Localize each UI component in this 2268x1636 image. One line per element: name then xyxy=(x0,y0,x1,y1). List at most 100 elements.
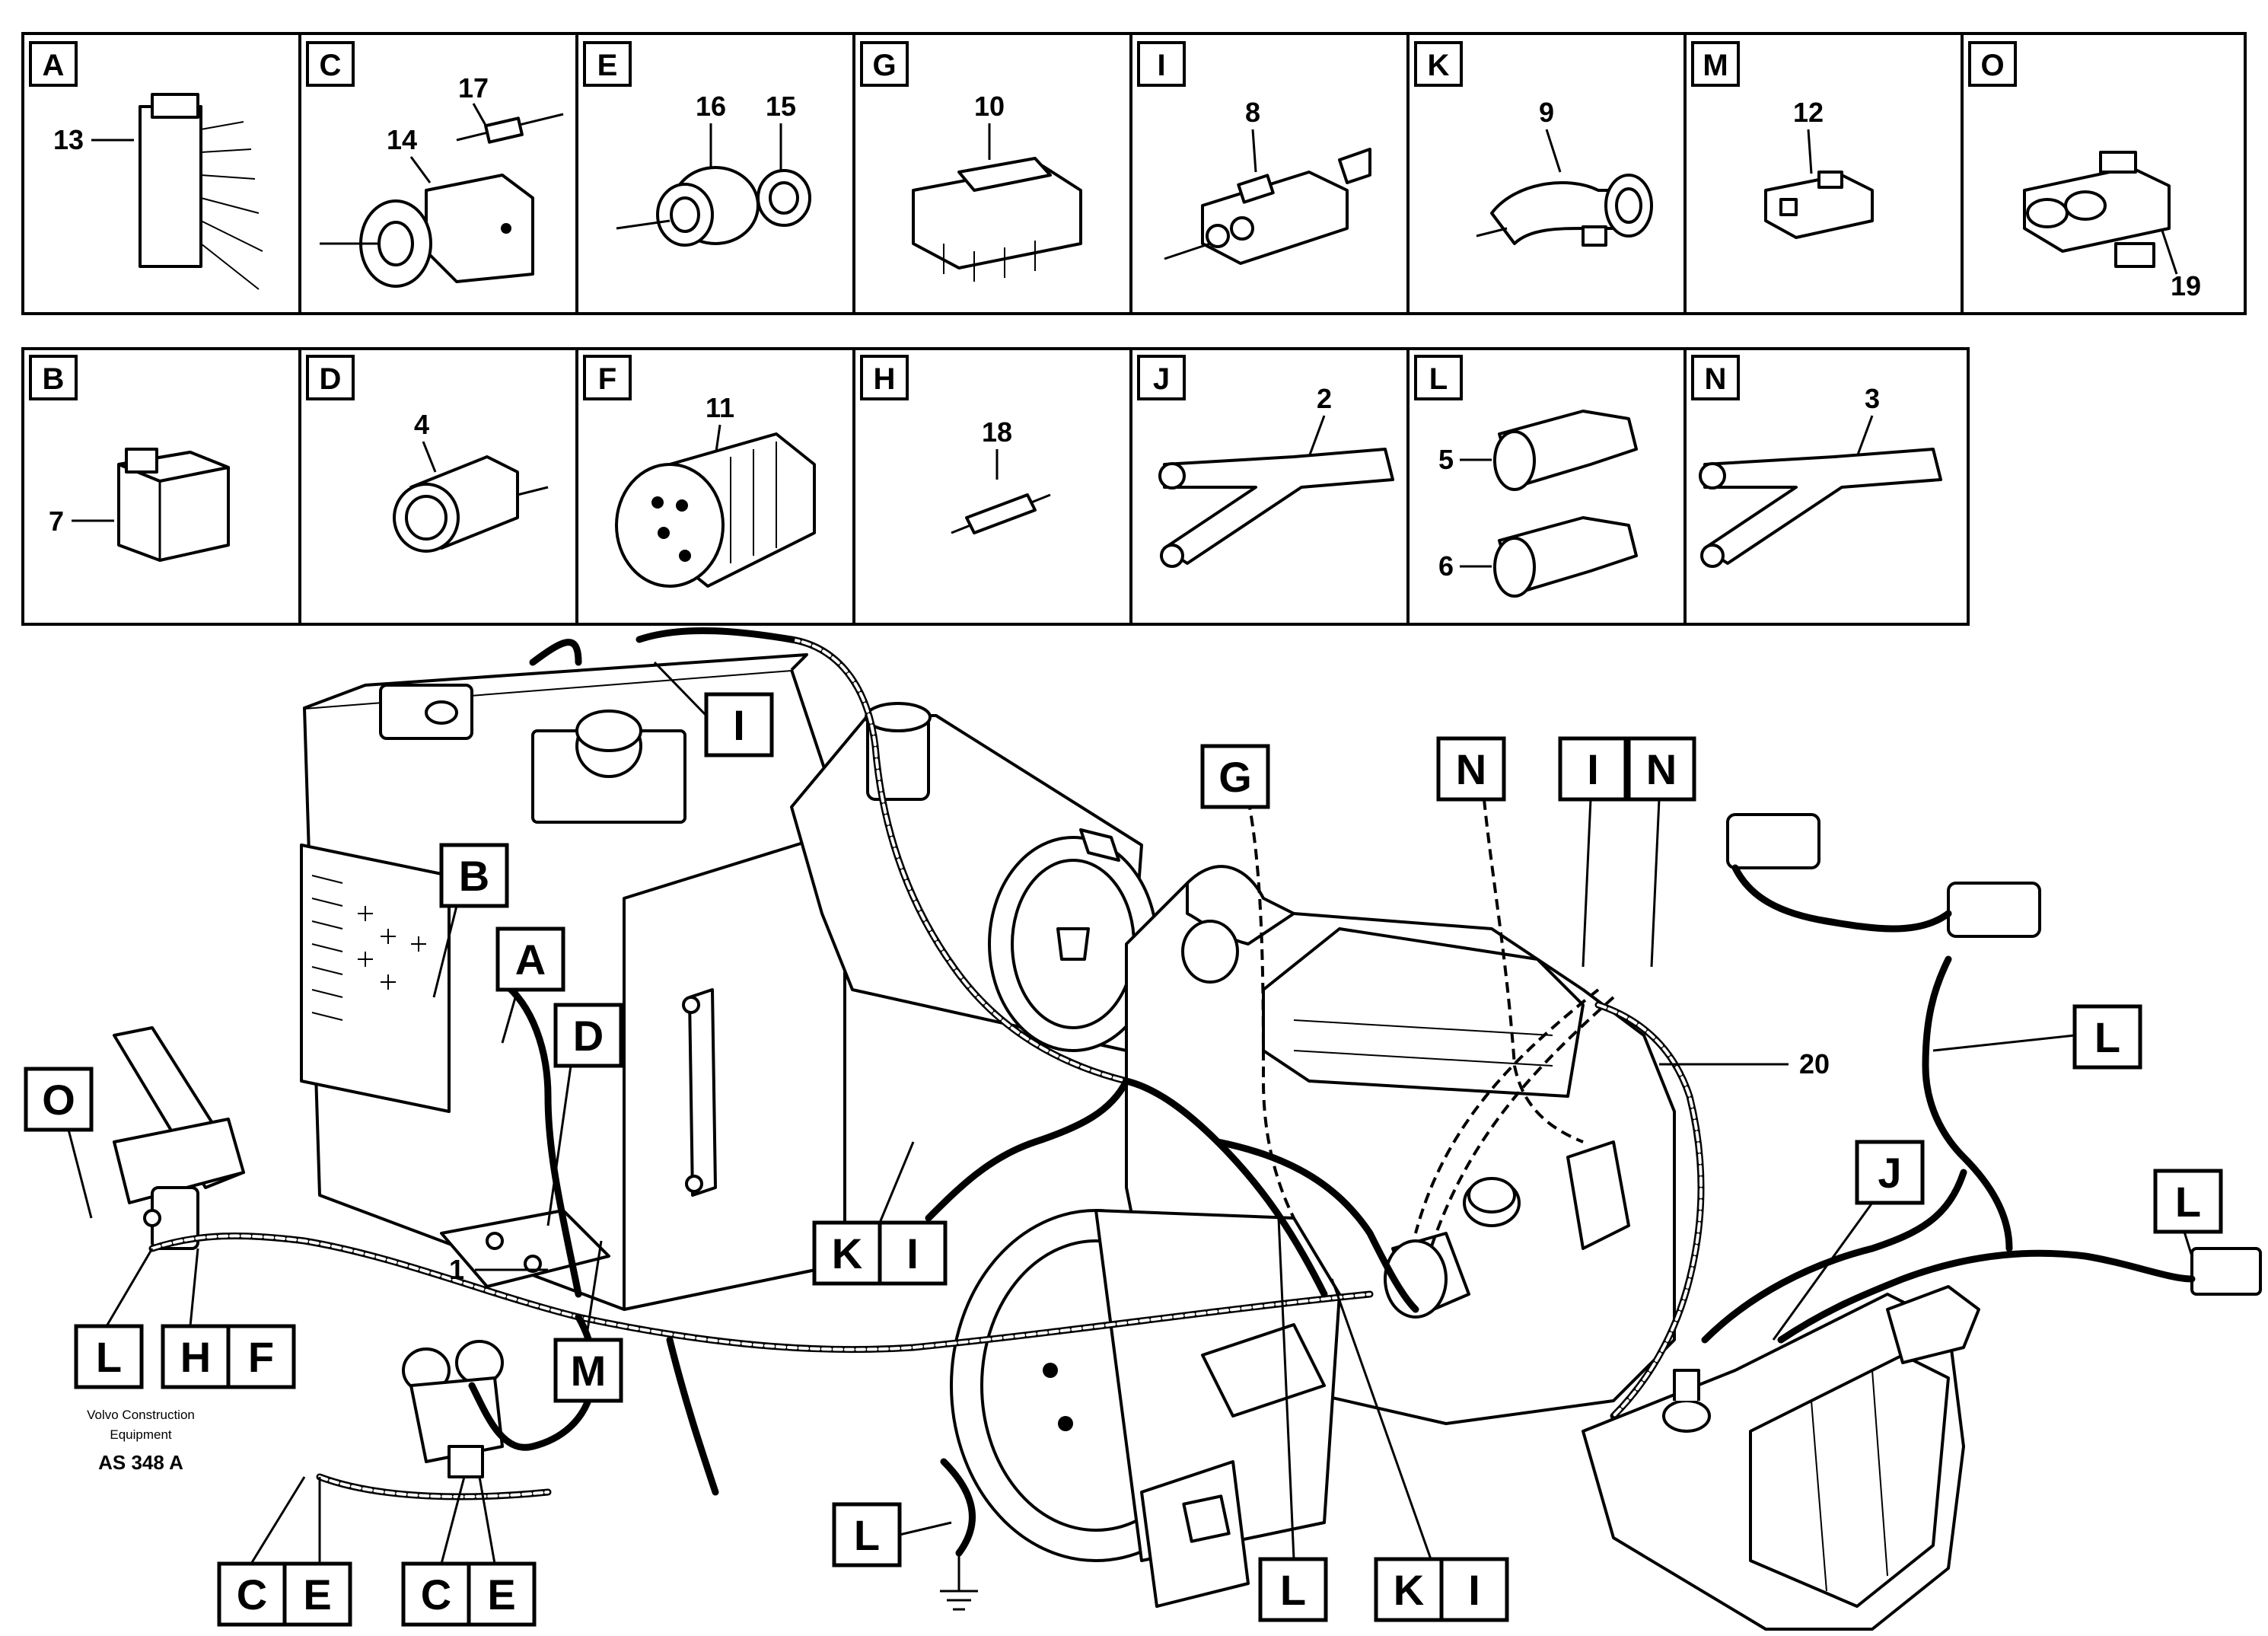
callout-k-bottom: K xyxy=(1394,1566,1424,1614)
connector-f-icon xyxy=(615,432,816,588)
panel-i-letter: I xyxy=(1157,49,1165,82)
part-number-14: 14 xyxy=(387,124,417,155)
callout-k-mid: K xyxy=(832,1229,862,1277)
plug-d-icon xyxy=(393,455,549,553)
machine-assembly xyxy=(113,653,2262,1631)
panel-c-letter: C xyxy=(320,49,342,82)
connector-a-icon xyxy=(139,93,263,290)
sensor-c-icon xyxy=(320,174,534,288)
part-number-5: 5 xyxy=(1438,444,1454,475)
panel-h: H 18 xyxy=(860,355,1051,534)
panel-l-letter: L xyxy=(1429,362,1448,396)
callout-i-mid: I xyxy=(1587,745,1599,793)
credit-block: Volvo Construction Equipment AS 348 A xyxy=(87,1408,195,1474)
panel-e-letter: E xyxy=(597,49,618,82)
panel-e: E 16 15 xyxy=(583,41,811,247)
panel-row-2: B 7 D 4 F xyxy=(21,347,1970,626)
boot-5-icon xyxy=(1493,410,1638,491)
drawing-code: AS 348 A xyxy=(98,1451,183,1474)
panel-j: J 2 xyxy=(1137,355,1394,568)
callout-i-bottom: I xyxy=(1468,1566,1480,1614)
part-number-7: 7 xyxy=(49,505,64,537)
part-number-6: 6 xyxy=(1438,550,1454,582)
panel-a: A 13 xyxy=(29,41,263,290)
panel-d: D 4 xyxy=(306,355,549,553)
part-number-19: 19 xyxy=(2171,270,2201,301)
panel-g: G 10 xyxy=(860,41,1082,282)
connector-g-icon xyxy=(912,157,1082,282)
control-cabinet xyxy=(300,653,846,1311)
part-number-8: 8 xyxy=(1245,97,1260,128)
part-number-4: 4 xyxy=(414,409,429,440)
callout-d: D xyxy=(573,1012,604,1060)
panel-n: N 3 xyxy=(1691,355,1942,568)
panel-f: F 11 xyxy=(583,355,816,588)
callout-l-far-right: L xyxy=(2175,1178,2201,1226)
fuel-tank xyxy=(1582,1285,1980,1631)
wiring-harness xyxy=(148,627,2196,1557)
panel-m-letter: M xyxy=(1703,49,1728,82)
connector-i-icon xyxy=(1164,148,1371,265)
panel-a-letter: A xyxy=(43,49,65,82)
panel-h-letter: H xyxy=(874,362,896,396)
boot-6-icon xyxy=(1493,516,1638,598)
part-number-13: 13 xyxy=(53,124,84,155)
callout-e-1: E xyxy=(303,1571,331,1618)
panel-d-letter: D xyxy=(320,362,342,396)
callout-g: G xyxy=(1218,753,1252,801)
panel-g-letter: G xyxy=(872,49,896,82)
panel-row-1-frame xyxy=(21,32,2247,315)
lamp-units xyxy=(1726,813,2262,1296)
panel-b-letter: B xyxy=(43,362,65,396)
panel-j-letter: J xyxy=(1153,362,1170,396)
panel-b: B 7 xyxy=(29,355,230,562)
callout-c-2: C xyxy=(421,1571,451,1618)
panel-l: L 5 6 xyxy=(1414,355,1638,598)
panel-m: M 12 xyxy=(1691,41,1874,239)
callout-l-ground: L xyxy=(854,1511,880,1559)
panel-f-letter: F xyxy=(598,362,616,396)
callout-l-right-mid: L xyxy=(2094,1013,2120,1061)
callout-i-top: I xyxy=(733,701,745,749)
part-number-2: 2 xyxy=(1317,383,1332,414)
part-number-12: 12 xyxy=(1793,97,1824,128)
callout-j: J xyxy=(1878,1149,1901,1197)
part-number-15: 15 xyxy=(766,91,796,122)
connector-k-icon xyxy=(1476,174,1653,247)
callout-a: A xyxy=(515,936,546,984)
connector-m-icon xyxy=(1764,171,1874,239)
callout-l-left: L xyxy=(96,1333,122,1381)
part-number-17: 17 xyxy=(458,72,489,104)
part-number-16: 16 xyxy=(696,91,726,122)
callout-l-bottom: L xyxy=(1280,1566,1306,1614)
callout-o: O xyxy=(42,1076,75,1124)
hidden-wiring xyxy=(1247,799,1615,1249)
connector-o-icon xyxy=(2023,151,2171,268)
callout-h: H xyxy=(180,1333,211,1381)
panel-o: O 19 xyxy=(1968,41,2201,301)
y-splice-j-icon xyxy=(1158,448,1394,568)
panel-row-1: A 13 C 17 14 xyxy=(21,32,2247,315)
part-number-9: 9 xyxy=(1539,97,1554,128)
panel-k-letter: K xyxy=(1428,49,1450,82)
panel-n-letter: N xyxy=(1705,362,1727,396)
panel-k: K 9 xyxy=(1414,41,1653,247)
part-number-11: 11 xyxy=(706,392,734,423)
credit-line-2: Equipment xyxy=(110,1427,172,1442)
callout-m: M xyxy=(571,1347,607,1395)
callout-b: B xyxy=(459,852,489,900)
transmission xyxy=(950,1209,1341,1608)
callout-i-pair-mid: I xyxy=(906,1229,919,1277)
ground-icon xyxy=(940,1553,978,1611)
callout-e-2: E xyxy=(487,1571,515,1618)
callout-boxes: I B A D G N I N L O xyxy=(24,661,2223,1627)
connector-e-icon xyxy=(616,166,811,247)
part-number-3: 3 xyxy=(1865,383,1880,414)
diode-icon xyxy=(456,113,564,144)
panel-o-letter: O xyxy=(1980,49,2004,82)
part-number-10: 10 xyxy=(974,91,1005,122)
relay-icon xyxy=(117,448,230,562)
callout-f: F xyxy=(248,1333,274,1381)
credit-line-1: Volvo Construction xyxy=(87,1408,195,1422)
